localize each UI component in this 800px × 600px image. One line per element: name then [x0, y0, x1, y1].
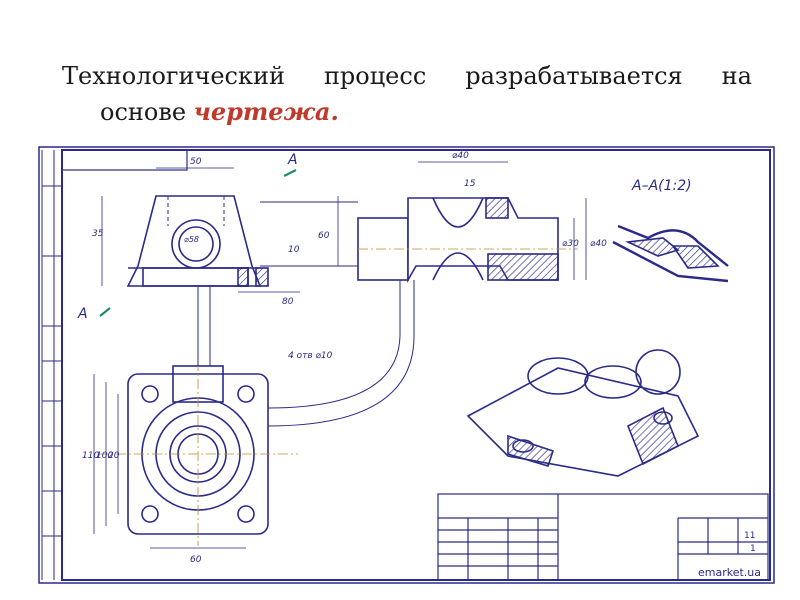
- cut-marks: [99, 169, 297, 317]
- dim-40: ⌀40: [452, 151, 469, 161]
- left-strip: [41, 150, 62, 580]
- dim-4holes: 4 отв ⌀10: [288, 351, 333, 361]
- inner-frame: [61, 149, 771, 581]
- section-view: [612, 224, 729, 283]
- sheet-number: 1: [750, 544, 756, 554]
- side-view: [357, 197, 578, 284]
- dim-50: 50: [190, 157, 202, 167]
- top-view: [98, 361, 298, 546]
- word-4: на: [721, 62, 752, 90]
- section-label: А–А(1:2): [631, 178, 692, 194]
- dim-20: 20: [108, 451, 120, 461]
- isometric-view: [466, 349, 700, 477]
- cut-mark-left: А: [77, 306, 88, 322]
- title-block: [437, 493, 769, 581]
- word-1: Технологический: [62, 62, 285, 90]
- dim-40b: ⌀40: [590, 239, 607, 249]
- dim-60: 60: [190, 555, 202, 565]
- dim-15: 15: [464, 179, 476, 189]
- sheet-count: 11: [744, 531, 755, 541]
- dim-35: 35: [92, 229, 104, 239]
- slide-text-line-2: основе чертежа.: [62, 94, 762, 130]
- dim-110: 110: [82, 451, 99, 461]
- dim-10: 10: [288, 245, 300, 255]
- dim-30: ⌀30: [562, 239, 579, 249]
- word-2: процесс: [323, 62, 427, 90]
- dim-58: ⌀58: [184, 235, 199, 244]
- word-3: разрабатывается: [465, 62, 683, 90]
- dim-80: 80: [282, 297, 294, 307]
- watermark: emarket.ua: [698, 566, 761, 579]
- slide-text-line-1: Технологический процесс разрабатывается …: [62, 58, 752, 94]
- dimension-lines: [93, 161, 587, 549]
- slide-text: Технологический процесс разрабатывается …: [62, 58, 762, 130]
- dim-60-top: 60: [318, 231, 330, 241]
- accent-word: чертежа.: [193, 97, 339, 126]
- cut-mark-top: А: [287, 152, 298, 168]
- projection-lines: [197, 201, 415, 427]
- line2-prefix: основе: [100, 98, 194, 126]
- dim-100: 100: [96, 451, 113, 461]
- front-view: [126, 195, 269, 287]
- top-tab: [61, 149, 188, 171]
- engineering-drawing: А–А(1:2) А А 50 ⌀40 35 15 10 ⌀30 ⌀40 ⌀58…: [38, 146, 776, 586]
